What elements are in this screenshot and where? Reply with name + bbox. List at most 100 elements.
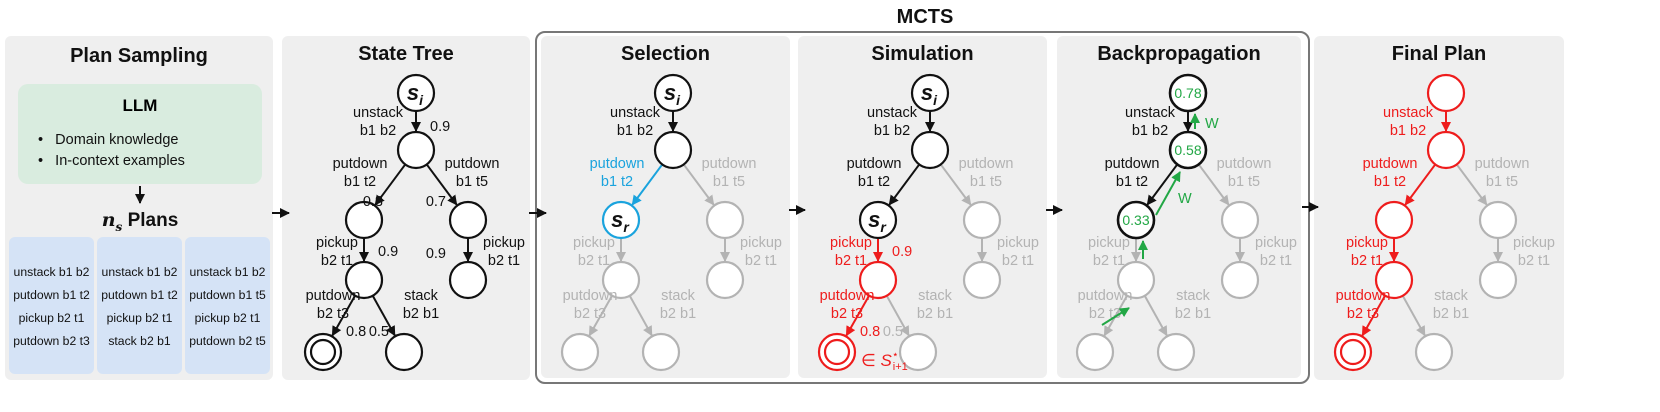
prob-label: 0.8 — [346, 324, 366, 340]
final-plan-title: Final Plan — [1391, 43, 1487, 65]
tree-node — [1478, 200, 1518, 240]
llm-bullet: • In-context examples — [38, 153, 185, 169]
action-label: putdown — [1217, 156, 1272, 172]
tree-node — [910, 73, 950, 113]
plan-step: unstack b1 b2 — [13, 265, 90, 279]
action-label: b2 t1 — [1518, 253, 1550, 269]
plan-step: stack b2 b1 — [108, 334, 171, 348]
value-label: 0.78 — [1174, 85, 1201, 101]
prob-label: 0.9 — [430, 119, 450, 135]
action-label: pickup — [1255, 235, 1297, 251]
tree-node — [641, 332, 681, 372]
action-label: b2 t1 — [1093, 253, 1125, 269]
action-label: b2 b1 — [917, 306, 953, 322]
tree-node — [653, 73, 693, 113]
tree-node — [858, 200, 898, 240]
prob-label: 0.7 — [426, 194, 446, 210]
action-label: unstack — [610, 105, 661, 121]
action-label: b2 t1 — [835, 253, 867, 269]
simulation-title: Simulation — [871, 43, 974, 65]
tree-edge — [371, 295, 396, 337]
plan-step: putdown b2 t5 — [189, 334, 266, 348]
action-label: b1 t2 — [344, 174, 376, 190]
tree-node — [448, 200, 488, 240]
action-label: pickup — [483, 235, 525, 251]
backpropagation-title: Backpropagation — [1097, 43, 1261, 65]
action-label: b2 t1 — [1260, 253, 1292, 269]
tree-node — [448, 260, 488, 300]
plan-step: putdown b1 t5 — [189, 288, 266, 302]
tree-node — [396, 130, 436, 170]
tree-edge — [1361, 295, 1386, 337]
tree-node — [1168, 73, 1208, 113]
tree-node — [396, 73, 436, 113]
tree-edge — [425, 163, 458, 206]
tree-node — [962, 260, 1002, 300]
tree-node — [858, 260, 898, 300]
action-label: b2 b1 — [1433, 306, 1469, 322]
tree-edge — [885, 295, 910, 337]
tree-edge — [939, 163, 972, 206]
action-label: b1 t5 — [970, 174, 1002, 190]
action-label: putdown — [959, 156, 1014, 172]
action-label: putdown — [820, 288, 875, 304]
action-label: unstack — [1125, 105, 1176, 121]
action-label: putdown — [306, 288, 361, 304]
value-label: 0.33 — [1122, 212, 1149, 228]
action-label: b2 t1 — [321, 253, 353, 269]
llm-bullet: • Domain knowledge — [38, 132, 179, 148]
tree-edge — [682, 163, 715, 206]
action-label: b2 b1 — [403, 306, 439, 322]
action-label: putdown — [1363, 156, 1418, 172]
plan-step: putdown b2 t3 — [13, 334, 90, 348]
tree-node — [705, 200, 745, 240]
tree-node — [560, 332, 600, 372]
tree-node — [1220, 200, 1260, 240]
mcts-title: MCTS — [896, 6, 954, 28]
action-label: b1 b2 — [1390, 123, 1426, 139]
action-label: b2 t1 — [578, 253, 610, 269]
tree-node — [1374, 260, 1414, 300]
plan-step: pickup b2 t1 — [106, 311, 173, 325]
action-label: b2 t3 — [831, 306, 863, 322]
goal-set-label: ∈ S⋆i+1 — [861, 349, 908, 373]
state-tree-title: State Tree — [358, 43, 454, 65]
action-label: putdown — [1105, 156, 1160, 172]
tree-node — [344, 200, 384, 240]
tree-node — [1220, 260, 1260, 300]
action-label: pickup — [316, 235, 358, 251]
action-label: putdown — [1475, 156, 1530, 172]
tree-edge — [845, 295, 870, 337]
tree-edge — [1455, 163, 1488, 206]
tree-node — [601, 200, 641, 240]
goal-node-inner — [309, 338, 337, 366]
tree-node — [601, 260, 641, 300]
plans-label: ns Plans — [102, 209, 179, 234]
tree-node — [1478, 260, 1518, 300]
prob-label: 0.9 — [892, 244, 912, 260]
action-label: b1 t2 — [1116, 174, 1148, 190]
selection-title: Selection — [621, 43, 710, 65]
prob-label: 0.9 — [378, 244, 398, 260]
action-label: pickup — [997, 235, 1039, 251]
action-label: stack — [1434, 288, 1469, 304]
tree-edge — [1143, 295, 1168, 337]
value-label: 0.58 — [1174, 142, 1201, 158]
tree-node — [705, 260, 745, 300]
action-label: b1 b2 — [360, 123, 396, 139]
action-label: unstack — [1383, 105, 1434, 121]
action-label: stack — [918, 288, 953, 304]
action-label: putdown — [1336, 288, 1391, 304]
goal-node-inner — [823, 338, 851, 366]
plan-step: unstack b1 b2 — [189, 265, 266, 279]
tree-edge — [1197, 163, 1230, 206]
tree-node — [1426, 73, 1466, 113]
action-label: b2 t3 — [317, 306, 349, 322]
plan-step: pickup b2 t1 — [18, 311, 85, 325]
plan-column: unstack b1 b2 putdown b1 t5 pickup b2 t1… — [185, 237, 270, 374]
plan-step: putdown b1 t2 — [101, 288, 178, 302]
tree-node — [1426, 130, 1466, 170]
prob-label: 0.9 — [426, 246, 446, 262]
tree-node — [384, 332, 424, 372]
prob-label: 0.8 — [860, 324, 880, 340]
